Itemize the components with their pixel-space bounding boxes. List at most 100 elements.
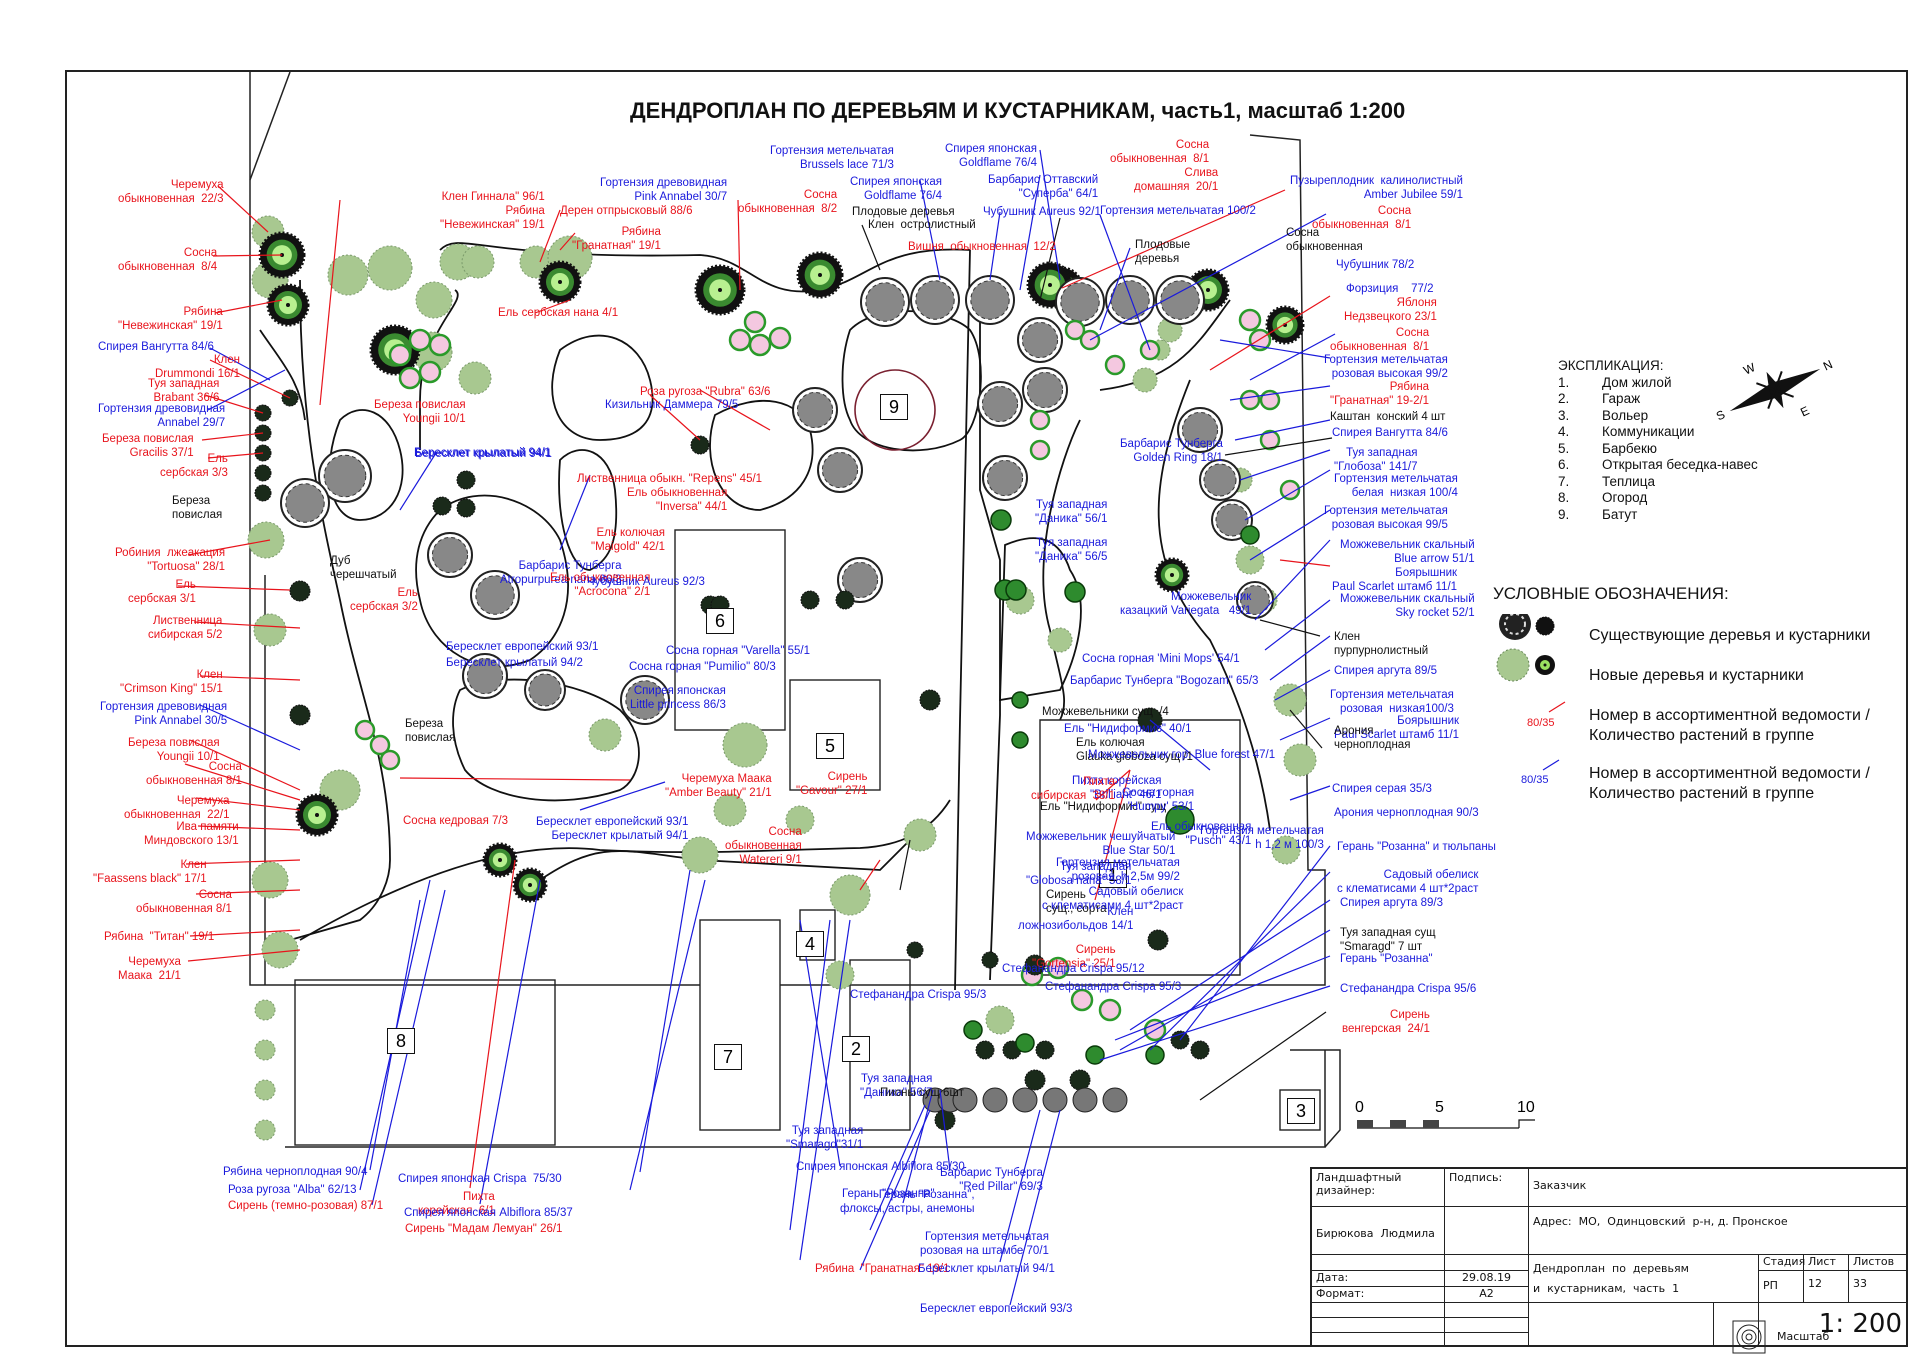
title-block: Ландшафтный дизайнер: Подпись: Заказчик … bbox=[1310, 1167, 1908, 1354]
scale-label: Масштаб bbox=[1777, 1330, 1830, 1343]
hydrangea-icon bbox=[388, 343, 412, 367]
hydrangea-icon bbox=[1098, 998, 1122, 1022]
leader-line bbox=[1019, 174, 1041, 291]
plant-label: Ель "Нидиформис" сущ bbox=[1040, 801, 1167, 813]
explication-label: Открытая беседка-навес bbox=[1602, 457, 1758, 472]
explication-label: Коммуникации bbox=[1602, 424, 1695, 439]
existing-plant-icon bbox=[1499, 614, 1555, 640]
plant-label: Спирея аргута 89/3 bbox=[1340, 897, 1444, 909]
plant-label: Барбарис Оттавский "Суперба" 64/1 bbox=[988, 174, 1099, 200]
deciduous-tree-icon bbox=[903, 818, 937, 852]
plant-label: Гортензия метельчатая 100/2 bbox=[1100, 205, 1256, 217]
conifer-icon bbox=[289, 704, 311, 726]
plant-label: Лиственница обыкн. "Repens" 45/1 bbox=[577, 473, 763, 485]
plant-label: Кизильник Даммера 79/5 bbox=[605, 399, 739, 411]
leader-line bbox=[212, 254, 283, 257]
leader-line bbox=[859, 859, 881, 891]
hydrangea-icon bbox=[1029, 439, 1051, 461]
conifer-icon bbox=[981, 951, 999, 969]
leader-line bbox=[737, 199, 741, 291]
plant-label: Каштан конский 4 шт bbox=[1330, 411, 1446, 423]
plant-label: Роза ругоза "Alba" 62/13 bbox=[228, 1184, 357, 1196]
explication-number: 3. bbox=[1558, 407, 1570, 423]
plant-label: Яблоня Недзвецкого 23/1 bbox=[1344, 297, 1437, 323]
existing-tree-icon bbox=[981, 385, 1019, 423]
plant-label: Пихта корейская "Brilliant" 46/1 bbox=[1072, 775, 1162, 801]
plant-label: Сосна горная 'Mini Mops' 54/1 bbox=[1082, 653, 1240, 665]
leader-line bbox=[1279, 559, 1331, 567]
plant-label: Спирея японская Little princess 86/3 bbox=[630, 685, 726, 711]
plant-label: Ель сербская 3/2 bbox=[350, 587, 418, 613]
plant-label: Бересклет крылатый 94/1 bbox=[918, 1263, 1055, 1275]
plant-label: Ель сербская 3/1 bbox=[128, 579, 196, 605]
red-callout-line bbox=[1548, 701, 1566, 713]
explication-label: Теплица bbox=[1602, 473, 1655, 489]
plant-label: Можжевельник казацкий Variegata 49/1 bbox=[1120, 591, 1252, 617]
conifer-icon bbox=[289, 580, 311, 602]
leader-line bbox=[1129, 899, 1331, 1031]
existing-tree-icon bbox=[1110, 280, 1150, 320]
plant-label: Гортензия метельчатая розовая высокая 99… bbox=[1324, 354, 1448, 380]
leader-line bbox=[185, 859, 301, 865]
deciduous-tree-icon bbox=[261, 931, 299, 969]
signature-label: Подпись: bbox=[1445, 1169, 1529, 1207]
leader-line bbox=[199, 704, 301, 751]
hydrangea-icon bbox=[743, 310, 767, 334]
hydrangea-icon bbox=[1238, 308, 1262, 332]
plant-label: Бересклет европейский 93/3 bbox=[920, 1303, 1073, 1315]
leader-line bbox=[639, 869, 691, 1173]
deciduous-tree-icon bbox=[1283, 743, 1317, 777]
leader-line bbox=[989, 211, 1001, 281]
leader-line bbox=[1259, 619, 1321, 637]
plant-label: Береза повислая Youngii 10/1 bbox=[374, 399, 466, 425]
existing-tree-icon bbox=[466, 657, 504, 695]
leader-line bbox=[209, 347, 271, 381]
deciduous-tree-icon bbox=[785, 805, 815, 835]
explication-item: 8.Огород bbox=[1558, 490, 1758, 507]
leader-line bbox=[209, 359, 291, 399]
leader-line bbox=[699, 389, 771, 431]
pine-tree-icon bbox=[1170, 573, 1174, 577]
hydrangea-icon bbox=[1279, 479, 1301, 501]
explication-number: 5. bbox=[1558, 440, 1570, 456]
date-label: Дата: bbox=[1312, 1271, 1445, 1287]
plant-label: Сосна обыкновенная 8/1 bbox=[1110, 139, 1210, 165]
conifer-icon bbox=[919, 689, 941, 711]
deciduous-tree-icon bbox=[829, 874, 871, 916]
plant-label: Пихта сибирская 38/1 bbox=[1031, 776, 1116, 802]
leader-line bbox=[1289, 709, 1323, 749]
plant-label: Клен ложнозибольдов 14/1 bbox=[1018, 906, 1134, 932]
plant-label: Стефанандра Crispa 95/3 bbox=[1045, 981, 1182, 993]
plant-label: Ель обыкновенная "Acrocona" 2/1 bbox=[550, 572, 651, 598]
explication-item: 9.Батут bbox=[1558, 507, 1758, 524]
blank-cell bbox=[1445, 1318, 1529, 1333]
plant-label: Гортензия древовидная Pink Annabel 30/7 bbox=[600, 177, 728, 203]
designer-label: Ландшафтный дизайнер: bbox=[1312, 1169, 1445, 1207]
plant-label: Ива памяти Миндовского 13/1 bbox=[144, 821, 239, 847]
leader-lines bbox=[177, 149, 1336, 1306]
plant-label: Дерен отпрысковый 88/6 bbox=[560, 205, 693, 217]
compass-n: N bbox=[1821, 357, 1835, 373]
leader-line bbox=[539, 209, 561, 263]
plant-label: Клен Drummondi 16/1 bbox=[155, 354, 241, 380]
deciduous-tree-icon bbox=[367, 245, 413, 291]
conifer-icon bbox=[432, 496, 452, 516]
existing-tree-icon bbox=[1240, 585, 1270, 615]
plant-label: Сосна горная "Pumilio" 80/3 bbox=[629, 661, 776, 673]
plant-label: Герань "Розанна" и тюльпаны bbox=[1337, 841, 1496, 853]
plant-label: Черемуха Маака 21/1 bbox=[118, 956, 181, 982]
shrub-icon bbox=[1011, 691, 1029, 709]
existing-tree-icon bbox=[1160, 280, 1200, 320]
plant-label: Ель сербская нана 4/1 bbox=[498, 307, 619, 319]
plant-label: Герань "Розанна", флоксы, астры, анемоны bbox=[840, 1189, 975, 1215]
plant-label: Герань "Розанна" bbox=[842, 1188, 935, 1200]
plant-label: Сирень сущ., сорта bbox=[1046, 889, 1107, 915]
plant-label: Пузыреплодник калинолистный Amber Jubile… bbox=[1290, 175, 1463, 201]
hydrangea-icon bbox=[408, 328, 432, 352]
pine-tree-icon bbox=[498, 858, 502, 862]
hydrangea-icon bbox=[768, 326, 792, 350]
plant-label: Сосна обыкновенная 8/2 bbox=[738, 189, 838, 215]
leader-line bbox=[1119, 929, 1331, 1051]
explication-number: 6. bbox=[1558, 457, 1570, 472]
sheets-value: 33 bbox=[1849, 1271, 1908, 1303]
